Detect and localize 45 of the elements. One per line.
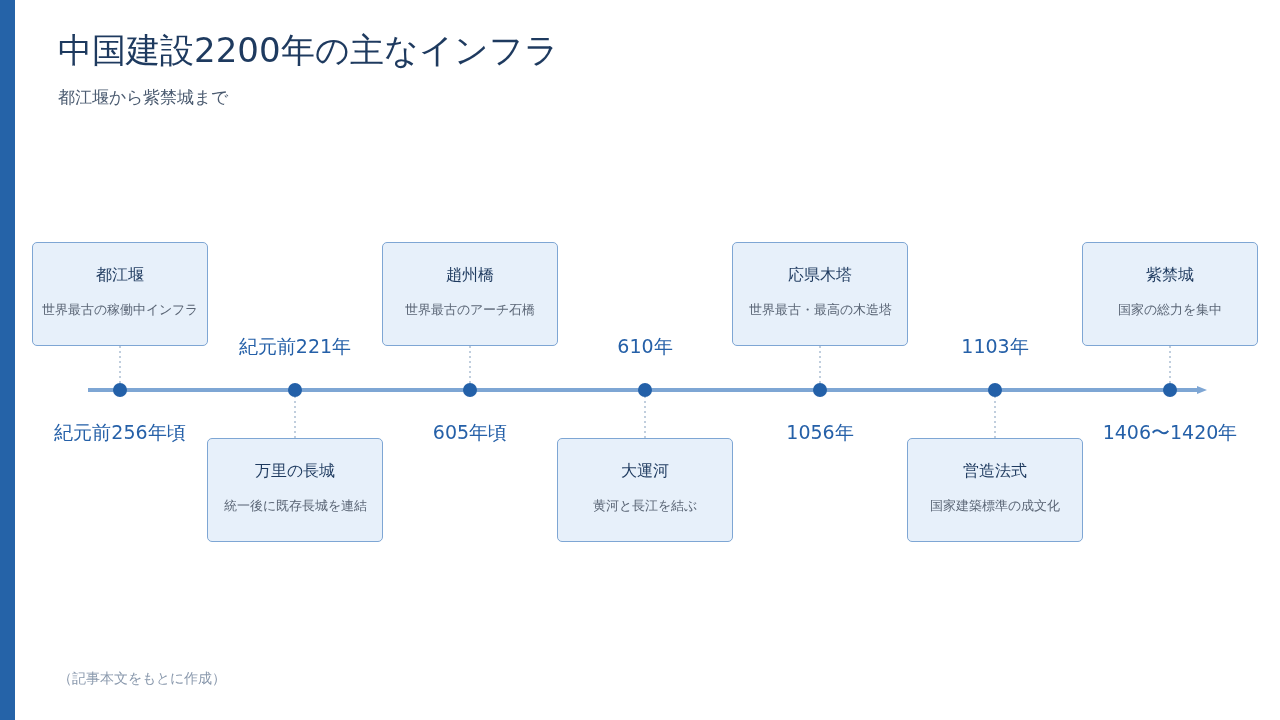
leader-line (1169, 345, 1171, 384)
leader-line (469, 345, 471, 384)
event-title: 応県木塔 (788, 265, 852, 286)
leader-line (294, 396, 296, 439)
date-label: 1406〜1420年 (1101, 420, 1239, 445)
event-description: 国家建築標準の成文化 (930, 498, 1060, 515)
event-card (557, 438, 733, 542)
date-label: 紀元前221年 (237, 334, 353, 359)
event-title: 都江堰 (96, 265, 144, 286)
event-title: 万里の長城 (255, 461, 335, 482)
timeline-dot (1163, 383, 1177, 397)
leader-line (819, 345, 821, 384)
date-label: 605年頃 (431, 420, 509, 445)
event-description: 世界最古のアーチ石橋 (405, 302, 535, 319)
timeline-dot (288, 383, 302, 397)
event-title: 営造法式 (963, 461, 1027, 482)
date-label: 610年 (616, 334, 674, 359)
event-card (907, 438, 1083, 542)
event-description: 統一後に既存長城を連結 (223, 498, 367, 515)
leader-line (119, 345, 121, 384)
event-description: 世界最古・最高の木造塔 (748, 302, 892, 319)
event-title: 紫禁城 (1146, 265, 1194, 286)
event-card (732, 242, 908, 346)
event-description: 世界最古の稼働中インフラ (42, 302, 198, 319)
leader-line (994, 396, 996, 439)
timeline-dot (113, 383, 127, 397)
timeline-dot (638, 383, 652, 397)
title: 中国建設2200年の主なインフラ (58, 29, 559, 72)
event-card (1082, 242, 1258, 346)
source-note: （記事本文をもとに作成） (58, 670, 226, 688)
subtitle: 都江堰から紫禁城まで (58, 86, 228, 109)
event-title: 大運河 (621, 461, 669, 482)
date-label: 1103年 (960, 334, 1030, 359)
timeline-dot (813, 383, 827, 397)
event-card (207, 438, 383, 542)
event-description: 国家の総力を集中 (1118, 302, 1222, 319)
event-description: 黄河と長江を結ぶ (593, 498, 697, 515)
date-label: 紀元前256年頃 (53, 420, 187, 445)
leader-line (644, 396, 646, 439)
event-card (382, 242, 558, 346)
timeline-dot (463, 383, 477, 397)
event-title: 趙州橋 (446, 265, 494, 286)
event-card (32, 242, 208, 346)
date-label: 1056年 (785, 420, 855, 445)
timeline-dot (988, 383, 1002, 397)
